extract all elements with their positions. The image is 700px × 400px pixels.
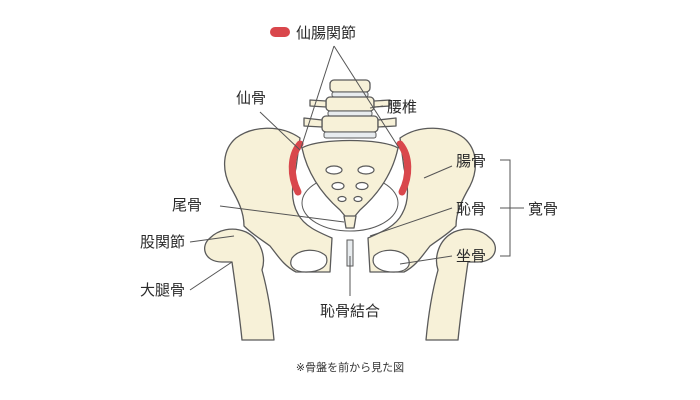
leader-line-sacrum	[259, 111, 301, 151]
legend: 仙腸関節	[270, 24, 356, 42]
left-hip-bone	[224, 127, 333, 273]
intervertebral-disc	[323, 131, 377, 139]
label-sacrum: 仙骨	[236, 89, 266, 107]
leader-line-coccyx	[219, 205, 345, 223]
sacral-foramen	[331, 181, 345, 191]
sacral-foramen	[353, 195, 363, 203]
sacral-foramen	[355, 181, 369, 191]
sacral-foramen	[357, 165, 375, 175]
intervertebral-disc	[327, 110, 373, 117]
leader-line-lumbar	[369, 105, 384, 109]
label-ilium: 腸骨	[456, 152, 486, 170]
transverse-process	[303, 117, 323, 128]
label-hip-joint: 股関節	[140, 233, 185, 251]
lumbar-spine	[303, 79, 397, 139]
transverse-process	[373, 99, 391, 108]
right-hip-bone	[367, 127, 476, 273]
label-pubic-symphysis: 恥骨結合	[320, 302, 380, 320]
leader-line-legend-left	[300, 45, 335, 149]
sacroiliac-joint-right	[396, 140, 412, 196]
label-coccyx: 尾骨	[172, 196, 202, 214]
sacral-foramen	[325, 165, 343, 175]
leader-line-ischium	[399, 255, 453, 265]
vertebra	[329, 79, 371, 93]
femur-left	[204, 228, 275, 341]
label-femur: 大腿骨	[140, 281, 185, 299]
femur-right	[425, 228, 496, 341]
legend-marker	[270, 27, 290, 37]
legend-label: 仙腸関節	[296, 24, 356, 42]
leader-lines	[189, 45, 524, 296]
hip-bone-bracket	[500, 159, 524, 257]
obturator-foramen-right	[372, 249, 410, 273]
sacral-foramen	[337, 195, 347, 203]
label-ischium: 坐骨	[456, 247, 486, 265]
coccyx	[343, 215, 357, 229]
transverse-process	[309, 99, 327, 108]
label-pubis: 恥骨	[456, 200, 486, 218]
label-hip-bone: 寛骨	[528, 200, 558, 218]
obturator-foramen-left	[290, 249, 328, 273]
leader-line-legend-right	[333, 45, 400, 149]
leader-line-femur	[189, 261, 233, 291]
vertebra	[321, 115, 379, 133]
sacrum	[301, 139, 399, 223]
leader-line-hip-joint	[189, 235, 235, 243]
vertebra	[325, 96, 375, 112]
leader-line-pubis	[369, 207, 453, 237]
caption: ※骨盤を前から見た図	[296, 360, 404, 374]
leader-line-ilium	[423, 165, 453, 179]
intervertebral-disc	[331, 91, 369, 98]
transverse-process	[377, 117, 397, 128]
label-lumbar: 腰椎	[387, 98, 417, 116]
